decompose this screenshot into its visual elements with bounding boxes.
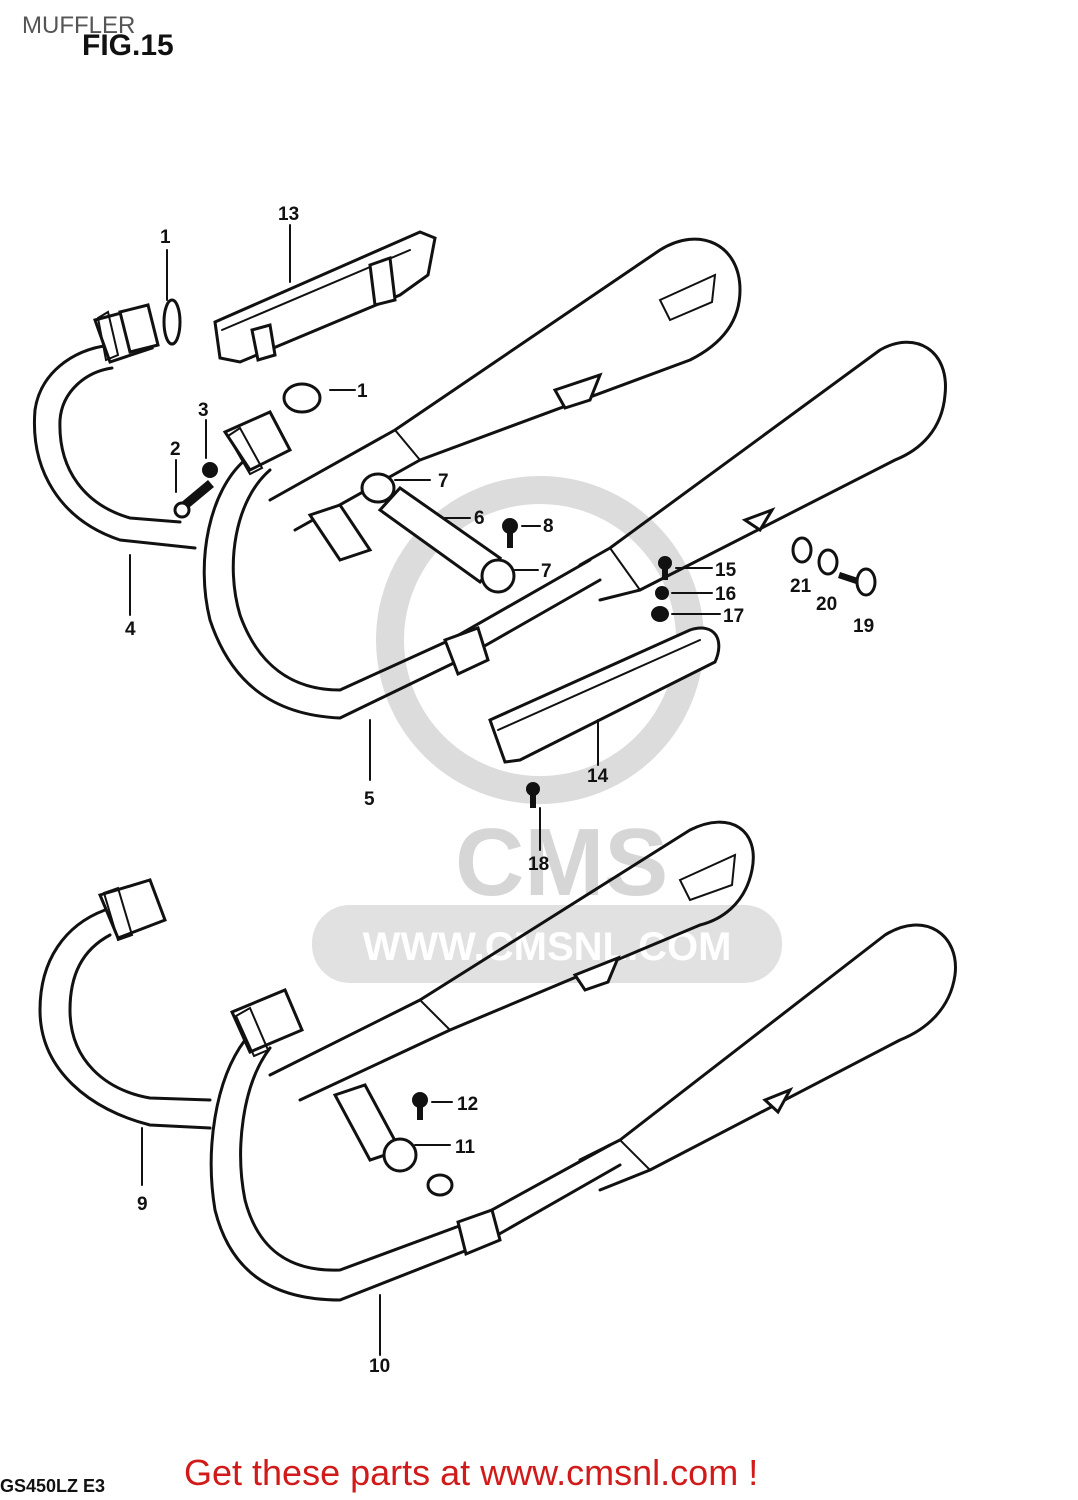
callout-18: 18: [528, 854, 549, 875]
bolt-8: [502, 518, 518, 548]
watermark-brand: CMS: [455, 809, 668, 916]
muffler-lower-front: [578, 923, 957, 1192]
cms-watermark: CMS WWW.CMSNL.COM: [312, 476, 782, 983]
callout-12: 12: [457, 1094, 478, 1115]
bolt-2: [173, 480, 214, 519]
callout-1-right: 1: [357, 381, 368, 402]
bolt-19: [838, 567, 877, 597]
callout-14: 14: [587, 766, 609, 787]
callout-7-top: 7: [438, 471, 449, 492]
muffler-upper-rear: [268, 237, 742, 532]
callout-6: 6: [474, 508, 485, 529]
figure-label: FIG.15: [82, 29, 174, 62]
callout-9: 9: [137, 1194, 148, 1215]
callout-11: 11: [455, 1137, 476, 1158]
connector-pipe-upper: [307, 503, 373, 562]
exhaust-pipe-left-lower: [38, 878, 212, 1130]
washer-17: [651, 606, 669, 622]
section-title: MUFFLER: [22, 12, 136, 39]
exhaust-pipe-right-lower: [209, 988, 622, 1302]
callout-7-bottom: 7: [541, 561, 552, 582]
callout-20: 20: [816, 594, 837, 615]
heat-shield-13: [213, 230, 437, 364]
callout-13: 13: [278, 204, 299, 225]
callout-16: 16: [715, 584, 736, 605]
callout-19: 19: [853, 616, 874, 637]
callout-1-top: 1: [160, 227, 171, 248]
leader-lines: [129, 224, 721, 1356]
callout-5: 5: [364, 789, 375, 810]
balance-tube-6: [360, 472, 516, 594]
washer-21: [791, 536, 813, 564]
screw-18: [526, 782, 540, 808]
callout-3: 3: [198, 400, 209, 421]
washer-20: [817, 548, 839, 576]
callout-4: 4: [125, 619, 136, 640]
callout-17: 17: [723, 606, 744, 627]
watermark-url: WWW.CMSNL.COM: [363, 925, 732, 969]
clamp-lower: [426, 1173, 454, 1197]
callout-2: 2: [170, 439, 181, 460]
washer-16: [655, 586, 669, 600]
callout-8: 8: [543, 516, 554, 537]
gasket-1-right: [282, 382, 322, 414]
callout-10: 10: [369, 1356, 390, 1377]
clamp-11: [382, 1137, 418, 1173]
callout-15: 15: [715, 560, 737, 581]
muffler-upper-front: [578, 340, 947, 602]
model-code: GS450LZ E3: [0, 1476, 106, 1496]
exhaust-pipe-left-upper: [32, 303, 197, 550]
footer-parts-link[interactable]: Get these parts at www.cmsnl.com !: [184, 1452, 759, 1493]
callout-21: 21: [790, 576, 812, 597]
muffler-lower-rear: [268, 820, 755, 1102]
nut-3: [202, 462, 218, 478]
heat-shield-14: [488, 626, 721, 764]
gasket-1-top: [162, 298, 182, 346]
bolt-12: [412, 1092, 428, 1120]
bolt-15: [658, 556, 672, 580]
exhaust-pipe-right-upper: [202, 410, 602, 720]
